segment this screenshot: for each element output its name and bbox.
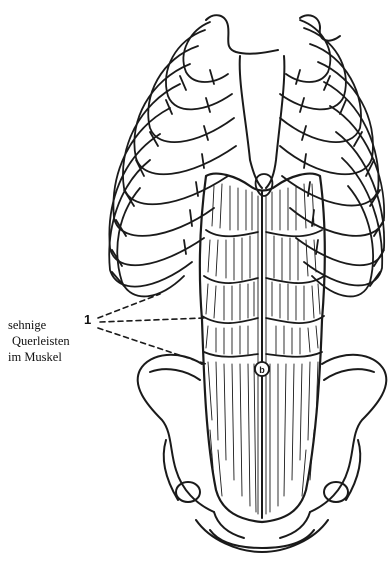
- sternum-top-right: [266, 56, 284, 188]
- callout-label-line1: sehnige: [8, 318, 46, 333]
- callout-label-line3: im Muskel: [8, 350, 62, 365]
- sternum-top-left: [240, 56, 262, 188]
- rib-cage-right: [280, 20, 384, 296]
- clavicle-left: [206, 15, 278, 54]
- navel-marker: b: [259, 365, 265, 375]
- callout-number: 1: [84, 312, 91, 327]
- callout-label-line2: Querleisten: [12, 334, 70, 349]
- callout-leader-lines: [98, 294, 206, 364]
- xiphoid-process: [256, 174, 273, 196]
